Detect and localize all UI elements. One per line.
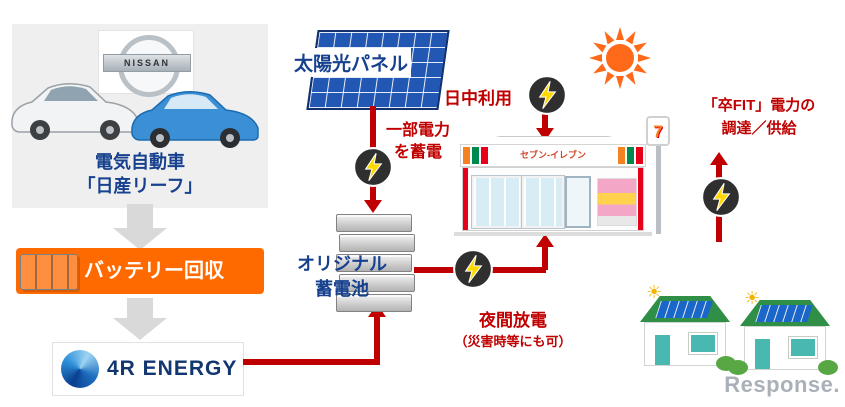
store-stripe-left bbox=[461, 145, 490, 166]
house-solar-panel bbox=[655, 301, 713, 318]
night-discharge-line1: 夜間放電 bbox=[479, 311, 547, 330]
store-pillar bbox=[463, 168, 468, 230]
nissan-logo-label: NISSAN bbox=[103, 54, 191, 72]
energy-company-logo: 4R ENERGY bbox=[52, 342, 244, 396]
house-door bbox=[655, 335, 670, 365]
battery-cell bbox=[336, 214, 412, 232]
store-pole-sign: 7 bbox=[646, 116, 670, 146]
down-arrow bbox=[127, 204, 153, 228]
daytime-use-label: 日中利用 bbox=[444, 89, 512, 108]
fit-power-line2: 調達／供給 bbox=[721, 120, 797, 138]
night-discharge-label: 夜間放電 （災害時等にも可） bbox=[428, 306, 598, 350]
convenience-store-image: セブン-イレブン bbox=[454, 136, 652, 236]
partial-storage-line1: 一部電力 bbox=[385, 122, 450, 139]
store-shelf bbox=[597, 178, 637, 226]
energy-sphere-icon bbox=[61, 350, 99, 388]
small-sun-icon: ☀ bbox=[646, 282, 663, 302]
house-solar-panel bbox=[755, 305, 813, 322]
watermark: Response. bbox=[724, 372, 840, 397]
lightning-icon bbox=[453, 249, 493, 289]
storage-battery-label: オリジナル 蓄電池 bbox=[292, 252, 392, 302]
house-image bbox=[740, 300, 838, 378]
house-body bbox=[744, 326, 826, 370]
bush-icon bbox=[728, 360, 748, 375]
fit-power-label: 「卒FIT」電力の 調達／供給 bbox=[676, 94, 842, 141]
lightning-icon bbox=[527, 75, 567, 115]
energy-logo-label: 4R ENERGY bbox=[107, 357, 238, 380]
house-window bbox=[688, 332, 718, 355]
down-arrow-head bbox=[113, 318, 167, 340]
store-fascia: セブン-イレブン bbox=[460, 144, 646, 167]
house-body bbox=[644, 322, 726, 366]
battery-pack-icon bbox=[20, 254, 78, 290]
arrow-solar-to-battery-head bbox=[364, 200, 382, 213]
down-arrow-head bbox=[113, 228, 167, 250]
sun-icon bbox=[589, 27, 651, 89]
arrow-battery-to-store-head bbox=[536, 234, 554, 247]
down-arrow bbox=[127, 298, 153, 318]
house-window bbox=[788, 336, 818, 359]
partial-storage-line2: を蓄電 bbox=[393, 143, 442, 161]
store-stripe-right bbox=[616, 145, 645, 166]
lightning-icon bbox=[701, 177, 741, 217]
storage-label-line1: オリジナル bbox=[297, 254, 387, 274]
arrow-energy-to-battery-vertical bbox=[374, 316, 380, 362]
store-pillar bbox=[638, 168, 643, 230]
white-car-image bbox=[11, 83, 139, 140]
solar-panel-label: 太陽光パネル bbox=[291, 48, 412, 77]
bush-icon bbox=[818, 360, 838, 375]
battery-cell bbox=[336, 294, 412, 312]
blue-car-image bbox=[131, 91, 259, 148]
arrow-energy-to-battery bbox=[243, 359, 380, 365]
partial-storage-label: 一部電力 を蓄電 bbox=[380, 120, 456, 163]
store-body bbox=[462, 167, 644, 231]
store-door bbox=[565, 176, 591, 228]
store-window bbox=[521, 175, 565, 229]
house-door bbox=[755, 339, 770, 369]
store-sign-label: セブン-イレブン bbox=[520, 150, 586, 160]
battery-cell bbox=[339, 234, 415, 252]
lightning-icon bbox=[353, 147, 393, 187]
arrow-battery-to-store-vertical bbox=[542, 246, 548, 270]
ev-label-line1: 電気自動車 bbox=[95, 152, 185, 172]
battery-stack-image bbox=[336, 214, 415, 312]
battery-cell bbox=[339, 274, 415, 292]
ev-label-line2: 「日産リーフ」 bbox=[77, 176, 203, 197]
small-sun-icon: ☀ bbox=[744, 288, 761, 308]
store-window bbox=[471, 175, 523, 229]
house-image bbox=[640, 296, 736, 374]
arrow-solar-to-store bbox=[542, 112, 548, 130]
fit-power-line1: 「卒FIT」電力の bbox=[702, 97, 816, 114]
store-ground bbox=[454, 232, 652, 236]
nissan-logo: NISSAN bbox=[98, 30, 194, 97]
storage-label-line2: 蓄電池 bbox=[315, 279, 369, 300]
store-sign-pole bbox=[656, 146, 661, 234]
battery-cell bbox=[336, 254, 412, 272]
ev-label: 電気自動車 「日産リーフ」 bbox=[12, 150, 268, 199]
arrow-fit-supply-head bbox=[710, 152, 728, 165]
night-discharge-note: （災害時等にも可） bbox=[454, 334, 572, 349]
